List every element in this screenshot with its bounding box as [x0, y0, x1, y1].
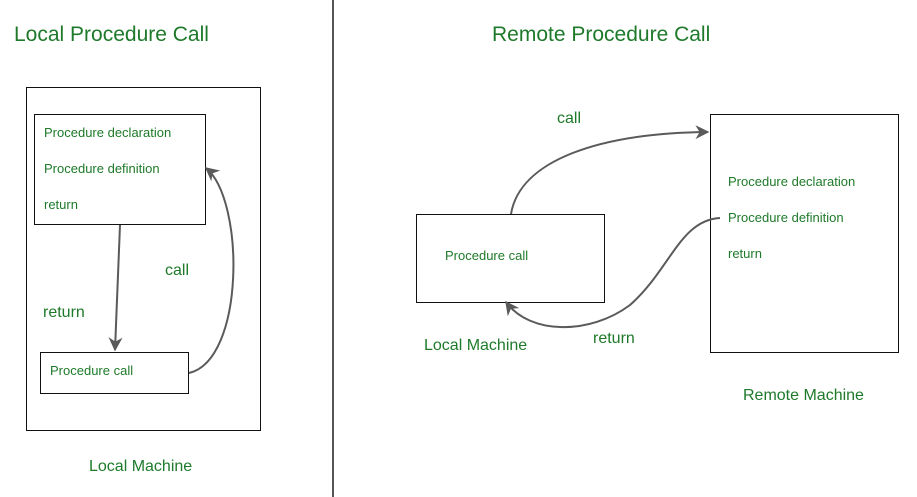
- remote-procedure-declaration-text: Procedure declaration: [728, 174, 856, 189]
- procedure-call-text: Procedure call: [50, 363, 134, 378]
- remote-machine-label: Remote Machine: [743, 387, 864, 404]
- remote-procedure-definition-text: Procedure definition: [728, 210, 844, 225]
- remote-return-arrow: [505, 217, 721, 329]
- remote-call-arrow-label: call: [557, 110, 582, 127]
- local-call-arrow-label: call: [165, 262, 190, 279]
- remote-machine-box: [710, 114, 899, 353]
- procedure-declaration-text: Procedure declaration: [44, 125, 172, 140]
- return-statement-text: return: [44, 197, 78, 212]
- remote-local-machine-label: Local Machine: [424, 337, 528, 354]
- local-machine-box: [26, 87, 261, 431]
- local-machine-label: Local Machine: [89, 458, 193, 475]
- local-procedure-call-title: Local Procedure Call: [14, 23, 209, 46]
- remote-return-statement-text: return: [728, 246, 762, 261]
- remote-procedure-call-text: Procedure call: [445, 248, 529, 263]
- local-return-arrow: [108, 224, 123, 352]
- remote-call-arrow: [510, 125, 710, 215]
- remote-procedure-call-title: Remote Procedure Call: [492, 23, 711, 46]
- procedure-call-box: [40, 352, 189, 394]
- remote-return-arrow-label: return: [593, 330, 635, 347]
- section-divider: [332, 0, 334, 497]
- procedure-definition-text: Procedure definition: [44, 161, 160, 176]
- local-call-arrow: [188, 167, 235, 374]
- local-return-arrow-label: return: [43, 304, 85, 321]
